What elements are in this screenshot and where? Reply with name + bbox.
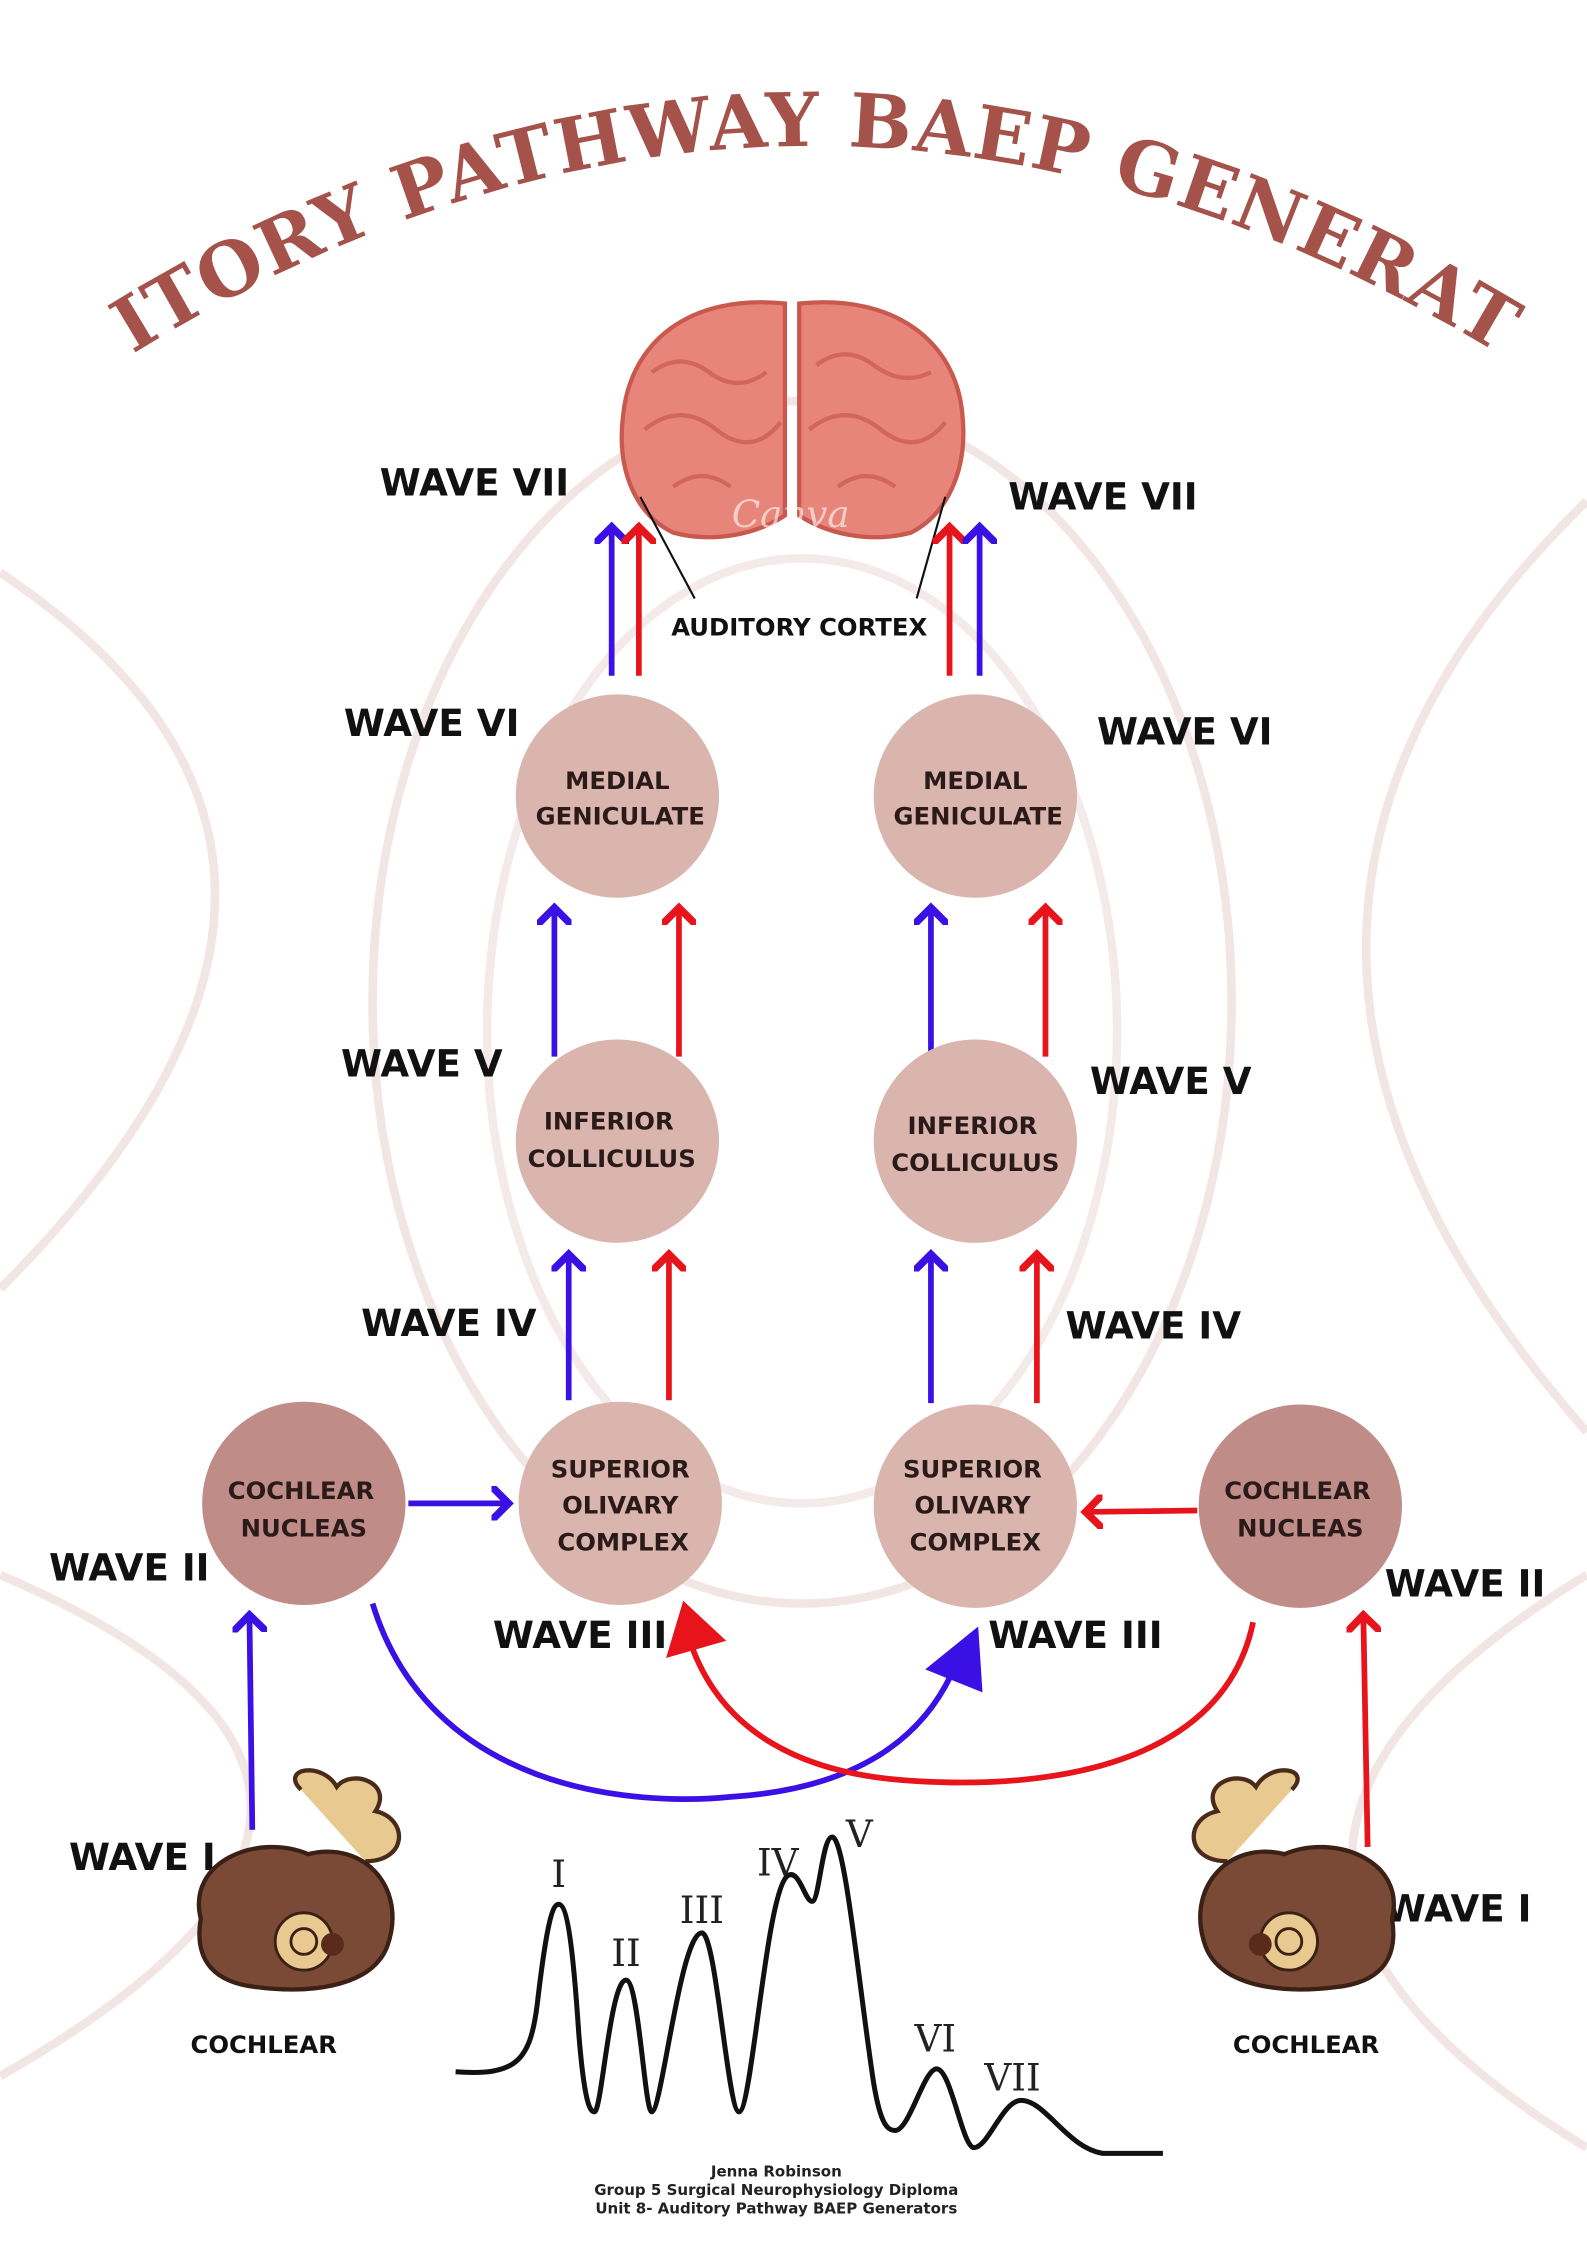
arrow-cochlea-cn-left: [249, 1615, 252, 1830]
node-medial-geniculate-right: MEDIAL GENICULATE: [873, 694, 1077, 898]
auditory-cortex-label: AUDITORY CORTEX: [671, 613, 927, 642]
svg-text:NUCLEAS: NUCLEAS: [241, 1513, 367, 1542]
cortex-pointer-left: [639, 496, 696, 599]
node-cochlear-nucleus-right: COCHLEAR NUCLEAS: [1198, 1404, 1402, 1608]
wave-iv-left-label: WAVE IV: [361, 1301, 537, 1345]
svg-text:GENICULATE: GENICULATE: [536, 802, 705, 831]
wave-ii-left-label: WAVE II: [49, 1546, 210, 1590]
node-superior-olivary-left: SUPERIOR OLIVARY COMPLEX: [518, 1401, 722, 1606]
node-medial-geniculate-left: MEDIAL GENICULATE: [515, 694, 720, 898]
peak-label-vi: VI: [913, 2017, 956, 2061]
svg-text:COLLICULUS: COLLICULUS: [528, 1144, 696, 1173]
waveform-panel: [452, 1806, 1166, 2165]
peak-label-vii: VII: [983, 2055, 1040, 2099]
wave-v-right-label: WAVE V: [1090, 1059, 1252, 1103]
arrow-cn-soc-right: [1086, 1511, 1198, 1512]
arrow-cochlea-cn-right: [1363, 1615, 1367, 1848]
arrowhead-red-crossing: [666, 1600, 727, 1658]
arrow-crossing-blue: [369, 1602, 954, 1802]
svg-text:COMPLEX: COMPLEX: [557, 1528, 689, 1557]
footer-unit: Unit 8- Auditory Pathway BAEP Generators: [595, 2200, 957, 2218]
svg-text:MEDIAL: MEDIAL: [565, 766, 669, 795]
svg-text:MEDIAL: MEDIAL: [923, 766, 1027, 795]
canva-watermark: Canva: [732, 492, 850, 536]
wave-ii-right-label: WAVE II: [1385, 1561, 1546, 1605]
footer-author: Jenna Robinson: [710, 2162, 842, 2180]
footer-course: Group 5 Surgical Neurophysiology Diploma: [594, 2181, 958, 2199]
node-inferior-colliculus-right: INFERIOR COLLICULUS: [873, 1039, 1077, 1243]
cochlea-right-illustration: [1191, 1768, 1396, 1992]
svg-text:SUPERIOR: SUPERIOR: [551, 1455, 690, 1484]
peak-label-i: I: [551, 1852, 566, 1896]
svg-text:OLIVARY: OLIVARY: [562, 1490, 679, 1519]
cochlea-left-illustration: [196, 1768, 402, 1992]
peak-label-ii: II: [611, 1931, 640, 1975]
cortex-pointer-right: [915, 496, 947, 599]
wave-vi-right-label: WAVE VI: [1097, 710, 1273, 754]
svg-text:INFERIOR: INFERIOR: [544, 1107, 674, 1136]
wave-i-left-label: WAVE I: [69, 1835, 216, 1879]
node-inferior-colliculus-left: INFERIOR COLLICULUS: [515, 1039, 720, 1243]
wave-iii-left-label: WAVE III: [493, 1613, 667, 1657]
wave-vii-left-label: WAVE VII: [380, 460, 569, 504]
peak-label-iv: IV: [757, 1841, 800, 1885]
svg-text:COLLICULUS: COLLICULUS: [891, 1148, 1059, 1177]
node-cochlear-nucleus-left: COCHLEAR NUCLEAS: [202, 1401, 406, 1606]
wave-vi-left-label: WAVE VI: [344, 701, 520, 745]
brain-illustration: Canva: [619, 300, 966, 540]
svg-text:NUCLEAS: NUCLEAS: [1237, 1513, 1363, 1542]
wave-vii-right-label: WAVE VII: [1008, 475, 1197, 519]
svg-text:INFERIOR: INFERIOR: [908, 1111, 1038, 1140]
baep-waveform-trace: [455, 1834, 1163, 2156]
arrowhead-blue-crossing: [925, 1626, 983, 1693]
wave-iv-right-label: WAVE IV: [1066, 1304, 1242, 1348]
svg-text:OLIVARY: OLIVARY: [914, 1490, 1031, 1519]
svg-text:SUPERIOR: SUPERIOR: [903, 1455, 1042, 1484]
wave-i-right-label: WAVE I: [1385, 1886, 1532, 1930]
wave-iii-right-label: WAVE III: [988, 1613, 1162, 1657]
peak-label-iii: III: [680, 1888, 724, 1932]
svg-text:COCHLEAR: COCHLEAR: [1224, 1476, 1371, 1505]
arrow-crossing-red: [689, 1621, 1256, 1786]
cochlea-left-label: COCHLEAR: [191, 2030, 338, 2059]
cochlea-right-label: COCHLEAR: [1233, 2030, 1380, 2059]
svg-text:COCHLEAR: COCHLEAR: [228, 1476, 375, 1505]
node-superior-olivary-right: SUPERIOR OLIVARY COMPLEX: [873, 1404, 1077, 1608]
peak-label-v: V: [845, 1812, 874, 1856]
wave-v-left-label: WAVE V: [341, 1042, 503, 1086]
svg-text:COMPLEX: COMPLEX: [910, 1528, 1042, 1557]
svg-text:GENICULATE: GENICULATE: [894, 802, 1063, 831]
